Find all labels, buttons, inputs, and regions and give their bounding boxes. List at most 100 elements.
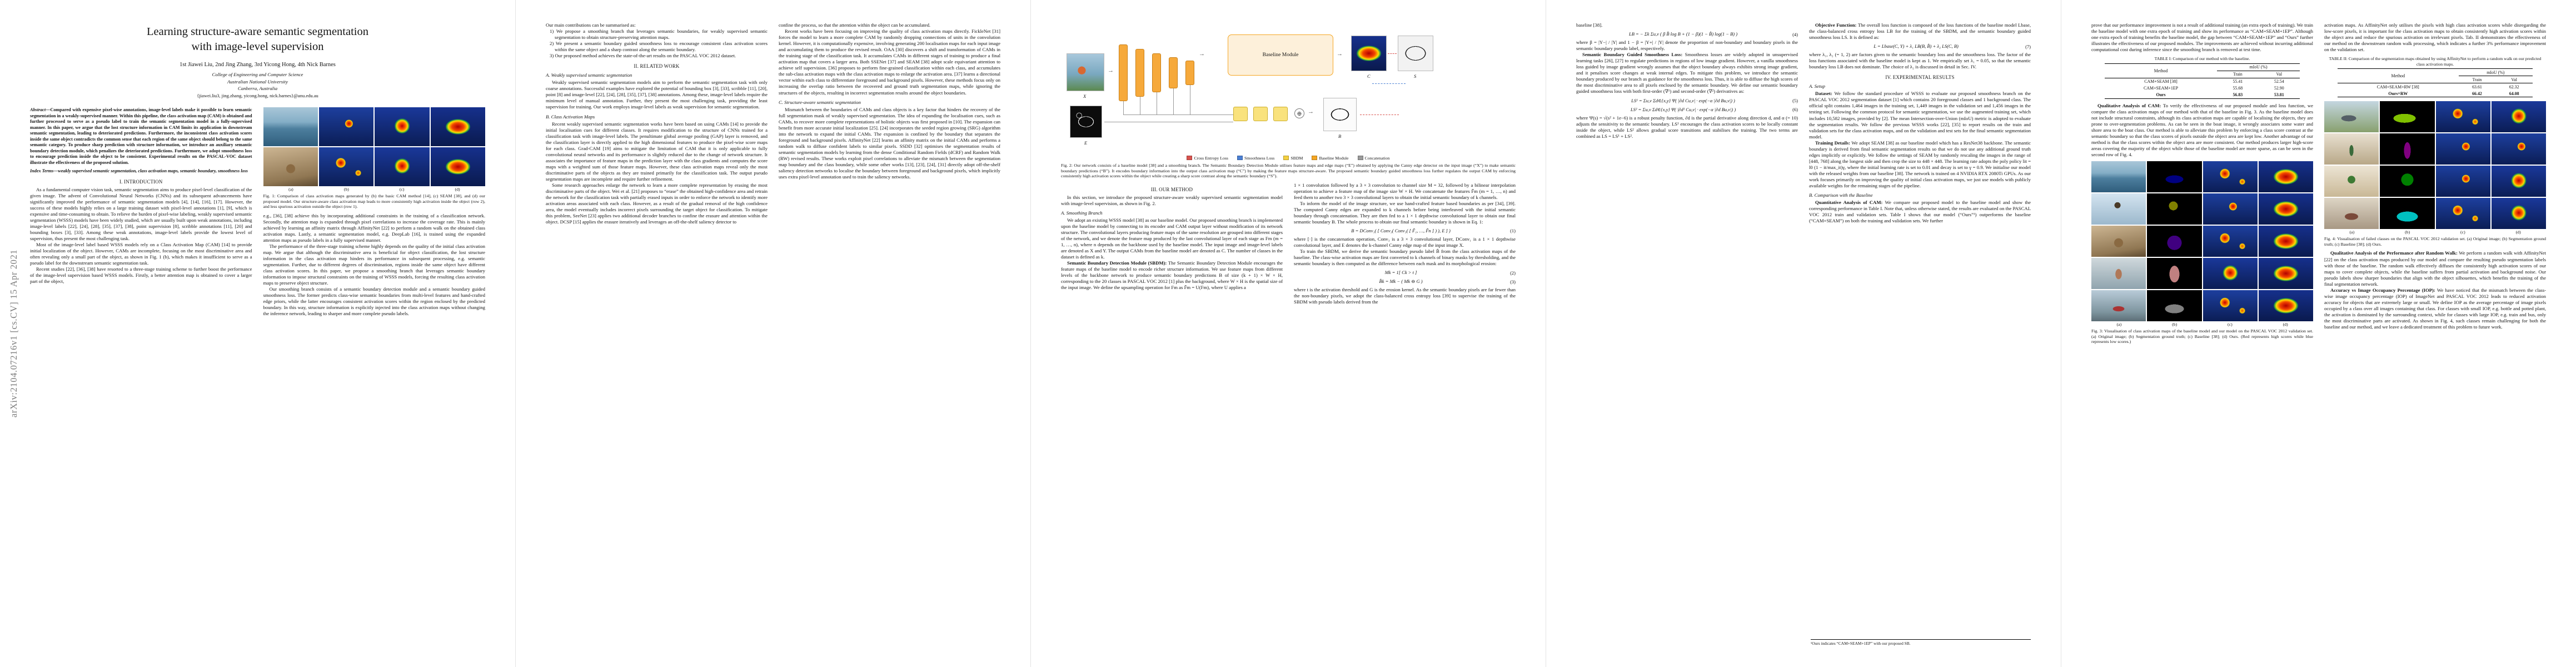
boundary-label: B bbox=[1338, 133, 1342, 139]
original-image bbox=[2324, 198, 2379, 230]
paragraph: Most of the image-level label based WSSS… bbox=[30, 242, 252, 266]
page-4: baseline [38]. LB = − Σk Σu,v ( β B̂ log… bbox=[1546, 0, 2061, 667]
legend-swatch bbox=[1357, 156, 1363, 160]
paragraph: Weakly supervised semantic segmentation … bbox=[546, 79, 768, 110]
baseline-heatmap-image bbox=[2435, 198, 2490, 230]
section-heading-our-method: III. OUR METHOD bbox=[1150, 186, 1193, 192]
affiliation-line: Canberra, Australia bbox=[237, 85, 278, 91]
ours-heatmap-image bbox=[2491, 166, 2546, 197]
paragraph: Training Details: We adopt SEAM [38] as … bbox=[1809, 140, 2031, 189]
paragraph-lead: Semantic Boundary Guided Smoothness Loss… bbox=[1582, 52, 1683, 58]
paragraph: We adopt an existing WSSS model [38] as … bbox=[1061, 217, 1283, 260]
table-cell: 55.41 bbox=[2233, 79, 2243, 84]
page-5-columns: prove that our performance improvement i… bbox=[2091, 22, 2546, 645]
footnote: ¹Ours indicates “CAM+SEAM+1EP” with our … bbox=[1811, 639, 2031, 646]
index-terms-text: weakly supervised semantic segmentation,… bbox=[58, 168, 248, 174]
legend-swatch bbox=[1283, 156, 1289, 160]
equation-number: (2) bbox=[1510, 270, 1516, 276]
paragraph: Dataset: We follow the standard procedur… bbox=[1809, 91, 2031, 140]
page-3-left-column: III. OUR METHOD In this section, we intr… bbox=[1061, 182, 1283, 594]
equation-2: Mk = 1[ Ck > t ](2) bbox=[1294, 270, 1516, 276]
paragraph: To inform the model of the image structu… bbox=[1294, 200, 1516, 225]
ours-heatmap-image bbox=[2491, 133, 2546, 165]
ours-heatmap-image bbox=[2258, 226, 2313, 257]
paragraph-text: We follow the standard procedure of WSSS… bbox=[1809, 91, 2031, 140]
equation-number: (5) bbox=[1792, 98, 1798, 104]
paragraph-text: Smoothness losses are widely adopted in … bbox=[1576, 52, 1798, 94]
table-2-caption: TABLE II: Comparison of the segmentation… bbox=[2329, 56, 2542, 67]
page-1-right-column: (a) (b) (c) (d) Fig. 1: Comparison of cl… bbox=[263, 107, 486, 616]
legend-label: Concatenation bbox=[1364, 156, 1390, 161]
table-cell: Ours+RW bbox=[2388, 91, 2408, 96]
ground-truth-image bbox=[2147, 161, 2202, 193]
encoder-block bbox=[1185, 61, 1194, 85]
paragraph: Recent works have been focusing on impro… bbox=[779, 28, 1000, 96]
cam-label: C bbox=[1367, 73, 1371, 79]
arrow-icon: → bbox=[1199, 51, 1205, 57]
arrow-icon: → bbox=[1337, 51, 1343, 57]
section-heading-related-work: II. RELATED WORK bbox=[634, 63, 680, 69]
paragraph: where t is the activation threshold and … bbox=[1294, 287, 1516, 305]
ours-heatmap-image bbox=[2258, 258, 2313, 290]
subsection-heading: A. Setup bbox=[1809, 83, 1825, 89]
legend-item: Cross Entropy Loss bbox=[1187, 156, 1228, 161]
canny-edge-thumb bbox=[1070, 106, 1102, 138]
encoder-block bbox=[1119, 44, 1128, 101]
paragraph: 1 × 1 convolution followed by a 3 × 3 co… bbox=[1294, 182, 1516, 200]
author-line: 1st Jiawei Liu, 2nd Jing Zhang, 3rd Yico… bbox=[180, 62, 336, 68]
contribution-item: 1) We propose a smoothing branch that le… bbox=[550, 28, 768, 41]
paragraph-lead: Accuracy vs Image Occupancy Percentage (… bbox=[2330, 287, 2435, 293]
original-image bbox=[2091, 161, 2146, 193]
paragraph-lead: Qualitative Analysis of the Performance … bbox=[2330, 250, 2458, 256]
page-3: X → → Baseline Module → C S E bbox=[1030, 0, 1546, 667]
table-cell: 66.42 bbox=[2472, 91, 2482, 96]
paragraph: activation maps. As AffinityNet only uti… bbox=[2324, 22, 2546, 53]
figure-1: (a) (b) (c) (d) Fig. 1: Comparison of cl… bbox=[263, 107, 485, 210]
equation-number: (7) bbox=[2025, 43, 2031, 49]
paragraph: Accuracy vs Image Occupancy Percentage (… bbox=[2324, 287, 2546, 330]
abstract-text: Compared with expensive pixel-wise annot… bbox=[30, 107, 252, 165]
edge-label: E bbox=[1084, 140, 1088, 146]
page-4-left-column: baseline [38]. LB = − Σk Σu,v ( β B̂ log… bbox=[1576, 22, 1798, 645]
paragraph: Quantitative Analysis of CAM: We compare… bbox=[1809, 200, 2031, 224]
paragraph: Our smoothing branch consists of a seman… bbox=[263, 286, 486, 317]
paragraph: Qualitative Analysis of the Performance … bbox=[2324, 250, 2546, 287]
paragraph-text: The overall loss function is composed of… bbox=[1809, 22, 2031, 41]
contribution-item: 2) We present a semantic boundary guided… bbox=[550, 41, 768, 53]
column-label: (c) bbox=[399, 187, 405, 192]
legend-swatch bbox=[1312, 156, 1318, 160]
original-image bbox=[2091, 193, 2146, 225]
sbdm-block bbox=[1253, 107, 1268, 121]
baseline-heatmap-image bbox=[2435, 101, 2490, 133]
table-cell: CAM+SEAM+RW [38] bbox=[2376, 84, 2419, 89]
figure-1-grid bbox=[263, 107, 485, 187]
paragraph: e.g., [36], [38] achieve this by incorpo… bbox=[263, 212, 486, 243]
email-line: {jiawei.liu3, jing.zhang, yicong.hong, n… bbox=[197, 93, 318, 99]
index-terms-label: Index Terms— bbox=[30, 168, 58, 174]
page-1-columns: Abstract—Compared with expensive pixel-w… bbox=[30, 107, 485, 616]
figure-3-column-labels: (a) (b) (c) (d) bbox=[2091, 322, 2313, 327]
legend-item: Smoothness Loss bbox=[1237, 156, 1274, 161]
equation-5: LS¹ = Σu,v Σd∈{x,y} Ψ( |∂d Cu,v| · exp(−… bbox=[1576, 98, 1798, 104]
ground-truth-image bbox=[2147, 193, 2202, 225]
baseline-heatmap-image bbox=[2203, 258, 2258, 290]
column-label: (a) bbox=[2349, 230, 2355, 235]
figure-4-column-labels: (a) (b) (c) (d) bbox=[2324, 230, 2546, 235]
paragraph: Recent studies [22], [36], [38] have res… bbox=[30, 266, 252, 285]
column-label: (b) bbox=[2172, 322, 2178, 327]
subsection-heading: B. Comparison with the Baseline bbox=[1809, 192, 1873, 198]
arrow-icon: → bbox=[1308, 108, 1314, 115]
figure-3-grid bbox=[2091, 161, 2313, 322]
paragraph: where λ₁, λ₂ (= 1, 2) are factors given … bbox=[1809, 52, 2031, 70]
original-image bbox=[263, 107, 318, 147]
page-5-left-column: prove that our performance improvement i… bbox=[2091, 22, 2313, 645]
smoothness-loss-link bbox=[1372, 83, 1406, 84]
cam-heatmap-image bbox=[318, 147, 374, 187]
baseline-heatmap-image bbox=[2435, 166, 2490, 197]
table-1-caption: TABLE I: Comparison of our method with t… bbox=[2154, 56, 2250, 62]
figure-3-caption: Fig. 3: Visualisation of class activatio… bbox=[2091, 328, 2313, 345]
paragraph: As a fundamental computer vision task, s… bbox=[30, 186, 252, 241]
equation-number: (3) bbox=[1510, 278, 1516, 285]
column-label: (d) bbox=[455, 187, 460, 192]
